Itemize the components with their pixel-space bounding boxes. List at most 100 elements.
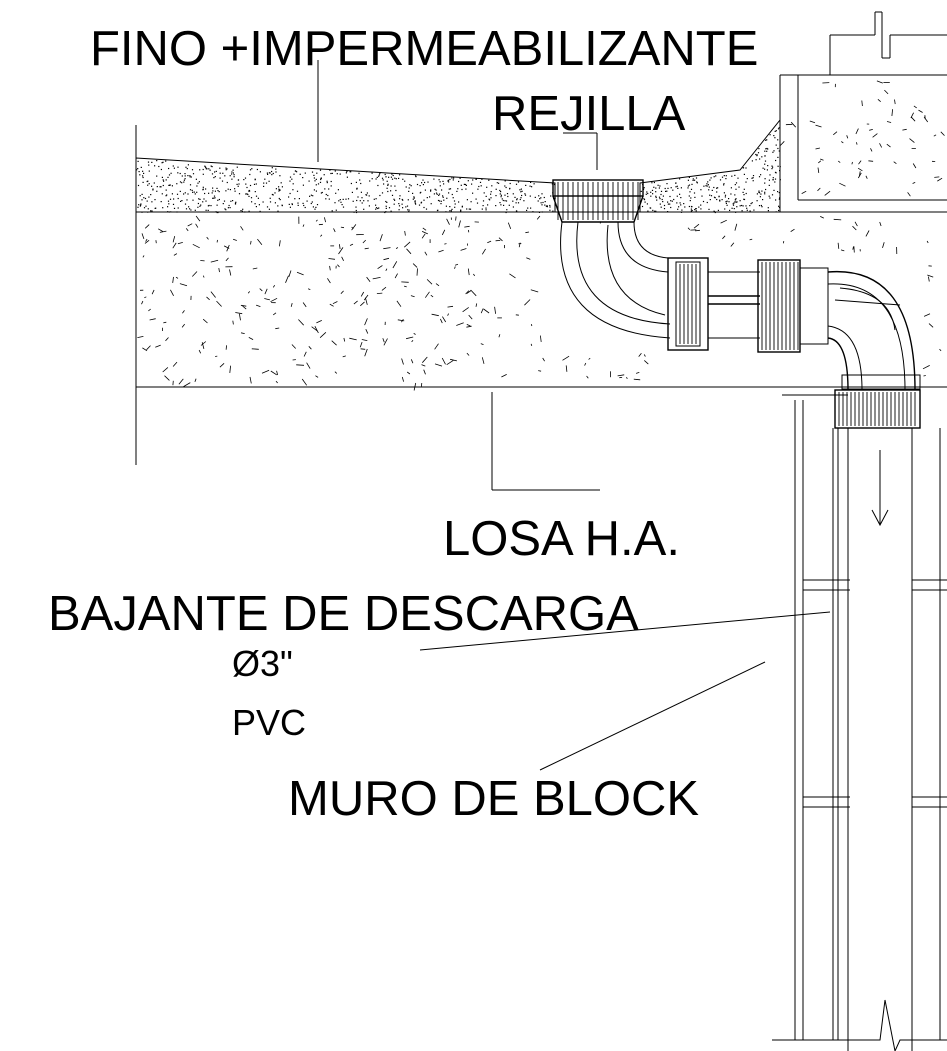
concrete-hatch-mark: [480, 343, 484, 345]
screed-dot: [196, 191, 198, 193]
screed-dot: [480, 185, 482, 187]
concrete-hatch-mark: [223, 245, 230, 249]
concrete-hatch-mark: [406, 248, 412, 255]
concrete-hatch-mark: [381, 286, 387, 291]
screed-dot: [422, 184, 424, 186]
concrete-hatch-mark: [141, 300, 144, 305]
screed-dot: [211, 173, 214, 175]
screed-dot: [529, 195, 531, 197]
screed-dot: [710, 195, 713, 197]
curb-hatch-mark: [894, 99, 896, 105]
screed-dot: [169, 198, 172, 200]
concrete-hatch-mark: [165, 337, 169, 342]
screed-dot: [162, 184, 164, 187]
screed-dot: [202, 173, 204, 175]
screed-dot: [189, 176, 191, 178]
screed-dot: [447, 179, 450, 181]
screed-dot: [717, 209, 719, 211]
screed-dot: [327, 194, 329, 197]
concrete-hatch-mark: [455, 216, 457, 221]
screed-dot: [451, 193, 453, 196]
screed-dot: [189, 175, 191, 177]
screed-dot: [745, 167, 747, 169]
screed-dot: [311, 171, 314, 173]
screed-dot: [398, 205, 401, 207]
concrete-hatch-mark: [372, 277, 381, 280]
screed-dot: [304, 172, 306, 174]
screed-dot: [289, 180, 291, 182]
curb-hatch-mark: [884, 89, 889, 95]
screed-dot: [734, 184, 736, 186]
screed-dot: [516, 199, 518, 201]
screed-dot: [552, 210, 554, 212]
concrete-hatch-mark: [458, 220, 461, 228]
screed-dot: [249, 169, 252, 171]
screed-dot: [700, 189, 702, 191]
concrete-hatch-mark: [693, 223, 700, 229]
screed-dot: [761, 156, 763, 158]
concrete-hatch-mark: [339, 244, 341, 249]
screed-dot: [204, 165, 206, 167]
concrete-hatch-mark: [302, 224, 305, 227]
concrete-hatch-mark: [584, 362, 587, 366]
screed-dot: [500, 204, 502, 206]
screed-dot: [378, 175, 380, 177]
curb-hatch-mark: [861, 100, 863, 107]
diameter-label: Ø3": [232, 643, 293, 684]
concrete-hatch-mark: [306, 362, 311, 369]
screed-dot: [244, 211, 246, 213]
screed-dot: [217, 211, 219, 214]
screed-dot: [759, 196, 761, 198]
bajante-descarga-label: BAJANTE DE DESCARGA: [48, 587, 639, 641]
screed-dot: [719, 200, 721, 202]
concrete-hatch-mark: [341, 256, 344, 261]
concrete-hatch-mark: [480, 308, 484, 314]
screed-dot: [189, 189, 192, 191]
screed-dot: [255, 206, 257, 208]
concrete-hatch-mark: [195, 223, 199, 228]
concrete-hatch-mark: [349, 337, 357, 341]
concrete-hatch-mark: [404, 230, 406, 236]
curb-hatch-mark: [801, 190, 807, 194]
screed-dot: [211, 192, 213, 194]
curb-hatch-mark: [877, 98, 881, 103]
screed-dot: [146, 200, 148, 202]
curb-hatch-mark: [918, 109, 923, 113]
screed-dot: [412, 198, 414, 200]
screed-dot: [292, 183, 294, 185]
screed-dot: [355, 211, 358, 214]
screed-dot: [436, 193, 438, 195]
concrete-hatch-mark: [382, 338, 385, 343]
concrete-hatch-mark: [923, 313, 931, 317]
screed-dot: [202, 186, 204, 188]
screed-dot: [394, 199, 396, 201]
screed-dot: [461, 205, 463, 207]
screed-dot: [197, 182, 199, 184]
screed-dot: [224, 208, 226, 210]
screed-dot: [296, 190, 299, 192]
screed-dot: [774, 130, 776, 132]
concrete-hatch-mark: [467, 268, 470, 276]
screed-dot: [694, 209, 696, 211]
screed-dot: [385, 200, 387, 203]
screed-dot: [233, 176, 235, 178]
concrete-hatch-mark: [498, 334, 501, 338]
screed-dot: [454, 203, 456, 205]
screed-dot: [373, 198, 375, 200]
screed-dot: [225, 169, 227, 171]
screed-dot: [173, 207, 176, 209]
concrete-hatch-mark: [633, 378, 641, 381]
screed-dot: [694, 179, 696, 181]
screed-dot: [441, 189, 443, 191]
screed-dot: [679, 178, 681, 180]
concrete-hatch-mark: [349, 243, 354, 246]
screed-dot: [755, 159, 757, 161]
concrete-hatch-mark: [259, 288, 263, 292]
screed-dot: [461, 188, 463, 191]
concrete-hatch-mark: [397, 319, 405, 322]
screed-dot: [488, 179, 490, 181]
screed-dot: [141, 199, 143, 201]
screed-dot: [504, 200, 506, 202]
screed-dot: [350, 182, 352, 185]
screed-dot: [148, 164, 150, 166]
